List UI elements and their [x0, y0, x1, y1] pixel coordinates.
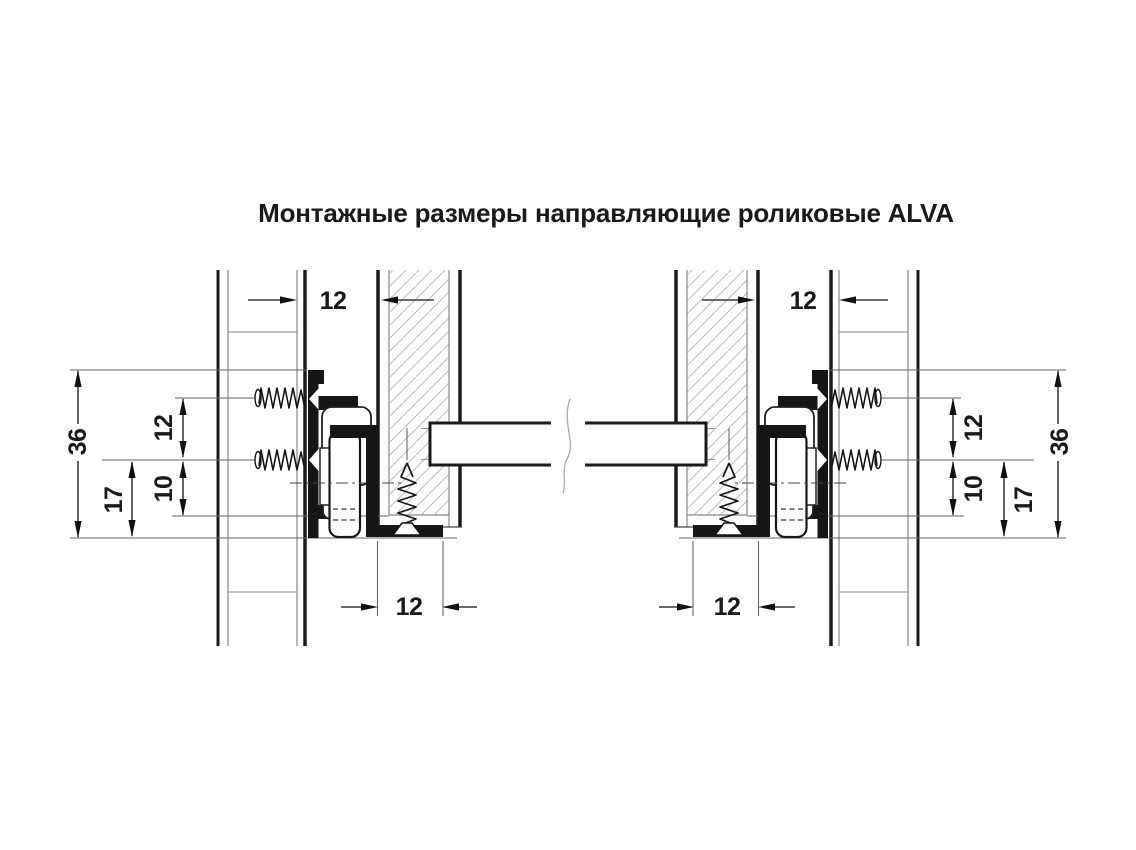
dim-screw-to-rail-bottom-right: 10 — [960, 476, 988, 503]
dim-axis-to-bottom-right: 17 — [1010, 487, 1038, 514]
dim-panel-thickness-left: 12 — [396, 593, 423, 621]
break-wave-line — [562, 398, 572, 494]
dim-panel-thickness-right: 12 — [714, 593, 741, 621]
screw-head-lower — [309, 449, 319, 471]
roller — [328, 430, 362, 539]
drawer-bottom-panel — [428, 421, 551, 467]
drawer-rail-profile — [330, 425, 443, 537]
dim-screw-to-rail-bottom-left: 10 — [150, 476, 178, 503]
drawer-side-panel-hatch-right — [687, 270, 747, 515]
screw-head-upper — [309, 388, 319, 410]
dim-axis-to-bottom-left: 17 — [100, 487, 128, 514]
cabinet-rail-profile — [308, 370, 358, 538]
dim-screw-spacing-right: 12 — [960, 415, 988, 442]
dimension-lines — [74, 296, 477, 616]
mounting-screws-horizontal — [254, 387, 305, 471]
dim-top-clearance-right: 12 — [790, 287, 817, 315]
slide-cross-section — [70, 270, 551, 646]
drawer-side-panel-hatch-left — [389, 270, 449, 515]
dim-top-clearance-left: 12 — [320, 287, 347, 315]
dim-total-height-right: 36 — [1046, 429, 1074, 456]
drawing-title: Монтажные размеры направляющие роликовые… — [258, 198, 954, 228]
dim-screw-spacing-left: 12 — [150, 415, 178, 442]
drawer-side-panel — [376, 270, 462, 528]
labels: Монтажные размеры направляющие роликовые… — [64, 198, 1074, 621]
dim-total-height-left: 36 — [64, 429, 92, 456]
slide-cross-section-mirrored — [583, 268, 1068, 648]
mounting-screw-vertical — [392, 462, 422, 536]
cabinet-side-panel — [216, 270, 307, 646]
